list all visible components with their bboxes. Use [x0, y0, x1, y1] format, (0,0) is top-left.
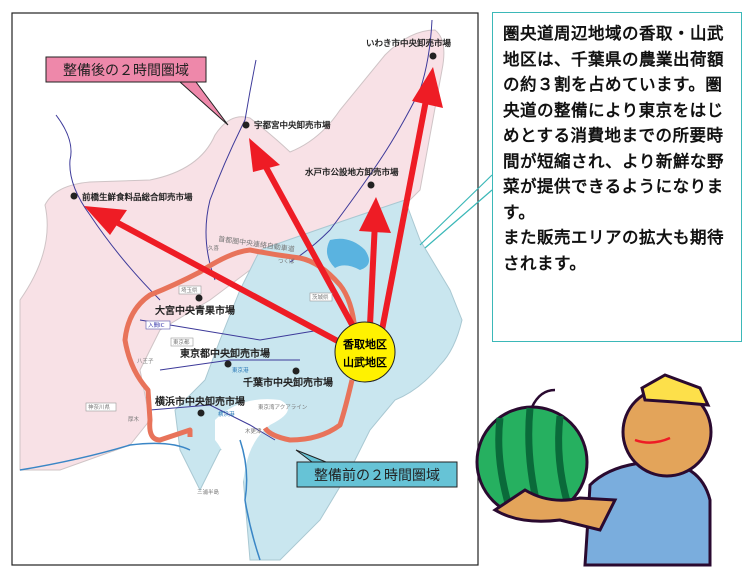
callout-before-box: [296, 461, 458, 488]
arrow-maebashi: [103, 213, 347, 348]
market-dot: [429, 52, 437, 60]
smile: [634, 436, 671, 444]
market-utsunomiya: 宇都宮中央卸売市場: [254, 120, 331, 131]
svg-text:八王子: 八王子: [137, 358, 154, 365]
arrow-head-maebashi: [84, 206, 127, 235]
market-dot: [70, 192, 78, 200]
minor-map-labels: 首都圏中央連絡自動車道 久喜 つくば 埼玉県 入間IC 東京都 八王子 茨城県 …: [85, 234, 333, 496]
market-labels-south: 大宮中央青果市場 東京都中央卸売市場 千葉市中央卸売市場 横浜市中央卸売市場: [155, 294, 333, 417]
description-paragraph-1: 圏央道周辺地域の香取・山武地区は、千葉県の農業出荷額の約３割を占めています。圏央…: [503, 24, 724, 222]
center-area-circle: [334, 321, 396, 383]
market-omiya: 大宮中央青果市場: [155, 304, 235, 317]
arrow-head-mito: [359, 197, 391, 233]
center-area-label-2: 山武地区: [343, 355, 387, 369]
svg-text:東京港: 東京港: [232, 366, 249, 374]
market-dot: [224, 360, 232, 368]
center-area-label-1: 香取地区: [342, 337, 387, 351]
callout-before-text: 整備前の２時間圏域: [314, 467, 440, 484]
svg-text:厚木: 厚木: [128, 415, 140, 423]
arrow-mito: [367, 221, 378, 326]
arrow-utsunomiya: [259, 158, 358, 332]
arrow-head-iwaki: [412, 67, 443, 108]
after-zone-area: [19, 29, 445, 471]
svg-text:茨城県: 茨城県: [312, 293, 329, 301]
farmer-with-watermelon-illustration: [475, 373, 713, 567]
description-box: 圏央道周辺地域の香取・山武地区は、千葉県の農業出荷額の約３割を占めています。圏央…: [492, 12, 742, 342]
svg-text:三浦半島: 三浦半島: [197, 488, 220, 496]
svg-text:横浜港: 横浜港: [218, 410, 235, 418]
svg-text:木更津: 木更津: [245, 427, 262, 435]
arrow-head-utsunomiya: [249, 138, 280, 172]
market-yokohama: 横浜市中央卸売市場: [155, 395, 245, 408]
arms: [492, 488, 618, 532]
arrow-iwaki: [379, 94, 430, 331]
watermelon-stem: [530, 388, 556, 408]
tokyo-bay: [215, 399, 288, 500]
svg-text:神奈川県: 神奈川県: [88, 403, 111, 411]
textbox-connector: [419, 174, 493, 249]
callout-after-box: [45, 56, 207, 83]
market-mito: 水戸市公設地方卸売市場: [304, 167, 399, 178]
svg-text:東京都: 東京都: [173, 338, 190, 346]
market-iwaki: いわき市中央卸売市場: [366, 38, 452, 49]
market-dot: [242, 121, 250, 129]
lake-kasumigaura: [326, 238, 369, 270]
market-chiba: 千葉市中央卸売市場: [243, 376, 333, 389]
market-dot: [195, 294, 203, 302]
market-maebashi: 前橋生鮮食料品総合卸売市場: [82, 192, 193, 203]
svg-text:つくば: つくば: [278, 257, 295, 265]
delivery-arrows: [84, 67, 443, 348]
market-dot: [197, 409, 205, 417]
svg-text:埼玉県: 埼玉県: [181, 286, 198, 294]
market-dot: [292, 367, 300, 375]
coastline: [19, 439, 261, 561]
market-labels: いわき市中央卸売市場 宇都宮中央卸売市場 水戸市公設地方卸売市場 前橋生鮮食料品…: [70, 38, 452, 203]
svg-text:東京湾アクアライン: 東京湾アクアライン: [258, 403, 308, 411]
svg-text:入間IC: 入間IC: [148, 322, 165, 329]
cap: [640, 373, 711, 407]
description-paragraph-2: また販売エリアの拡大も期待されます。: [503, 228, 724, 273]
market-tokyo: 東京都中央卸売市場: [180, 347, 270, 360]
callout-after-text: 整備後の２時間圏域: [63, 63, 189, 79]
svg-text:久喜: 久喜: [208, 244, 220, 252]
pre-upgrade-ring-road: [122, 247, 363, 443]
market-dot: [367, 181, 375, 189]
